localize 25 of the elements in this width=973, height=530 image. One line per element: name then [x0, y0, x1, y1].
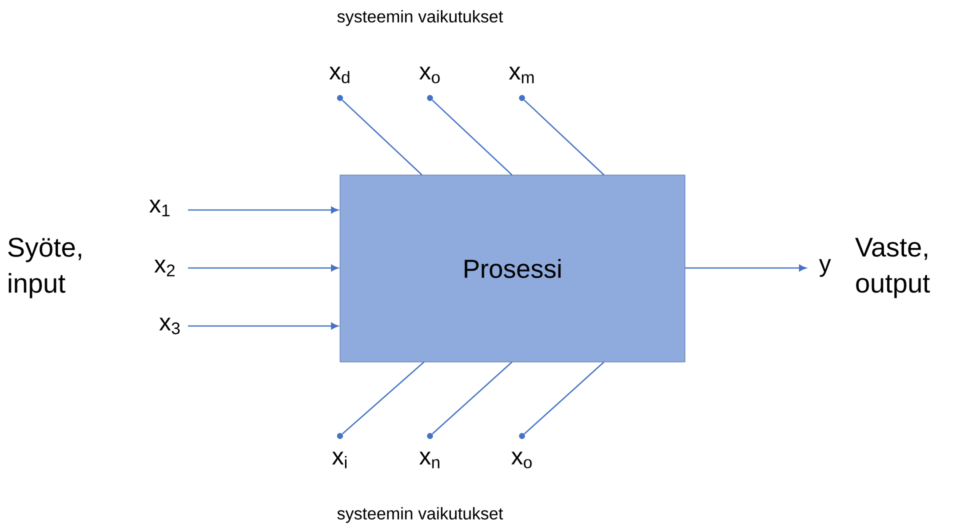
connector-line: [432, 362, 512, 434]
variable-label: x$_{3}$: [159, 318, 180, 334]
variable-label: x$_{1}$: [149, 200, 170, 216]
variable-label: x$_{2}$: [154, 260, 175, 276]
connector-line: [432, 100, 512, 176]
variable-label: x$_{o}$: [419, 66, 440, 84]
arrow: [188, 264, 338, 272]
group-label: systeemin vaikutukset: [337, 507, 503, 523]
variable-label: y: [819, 259, 831, 277]
group-label: systeemin vaikutukset: [337, 10, 503, 26]
side-label: Syöte, input: [8, 238, 82, 298]
variable-label: x$_{i}$: [332, 452, 346, 468]
connector-line: [524, 100, 604, 176]
connector-line: [342, 362, 424, 434]
variable-label: x$_{o}$: [511, 452, 532, 468]
arrow: [188, 322, 338, 330]
arrow: [685, 264, 806, 272]
variable-label: x$_{d}$: [329, 66, 350, 84]
variable-label: x$_{m}$: [509, 66, 534, 84]
connector-line: [524, 362, 604, 434]
side-label: Vaste, output: [855, 238, 930, 298]
arrow: [188, 206, 338, 214]
process-box: Prosessi: [340, 174, 686, 362]
variable-label: x$_{n}$: [419, 452, 440, 468]
connector-line: [342, 100, 422, 176]
